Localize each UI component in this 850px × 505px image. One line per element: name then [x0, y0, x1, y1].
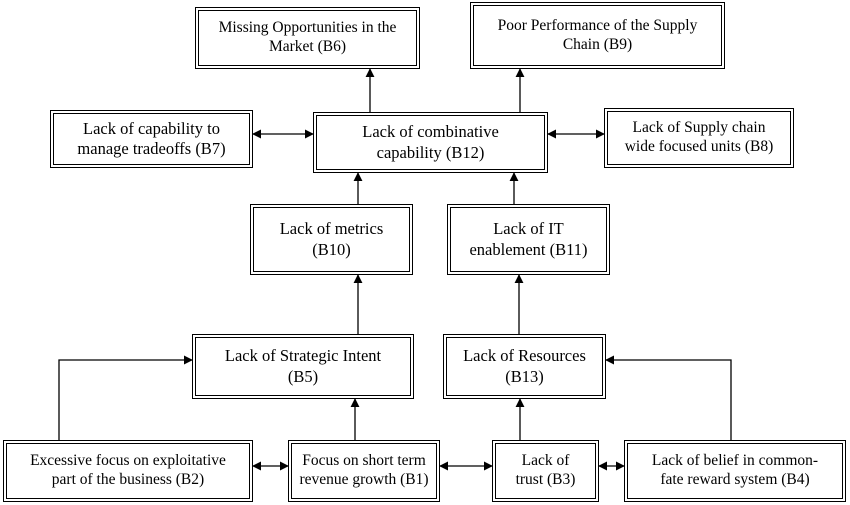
node-b8: Lack of Supply chain wide focused units … — [604, 108, 794, 168]
node-b11-line2: enablement (B11) — [469, 239, 588, 259]
edge-b4-b13 — [605, 355, 732, 440]
node-b2-line1: Excessive focus on exploitative — [30, 452, 226, 470]
node-b12-line2: capability (B12) — [376, 142, 485, 162]
node-b9-line2: Chain (B9) — [562, 35, 633, 53]
edge-b2-b5 — [58, 355, 193, 440]
node-b7-line1: Lack of capability to — [82, 118, 220, 138]
node-b1-line1: Focus on short term — [302, 452, 426, 470]
node-b4-line1: Lack of belief in common- — [651, 452, 819, 470]
node-b4-line2: fate reward system (B4) — [660, 471, 810, 488]
node-b7: Lack of capability to manage tradeoffs (… — [50, 110, 253, 168]
node-b2: Excessive focus on exploitative part of … — [3, 440, 253, 502]
node-b3: Lack of trust (B3) — [492, 440, 599, 502]
node-b12-line1: Lack of combinative — [362, 122, 499, 142]
node-b10-line1: Lack of metrics — [279, 219, 384, 239]
node-b3-line2: trust (B3) — [515, 471, 576, 488]
node-b5-line1: Lack of Strategic Intent — [224, 346, 382, 366]
node-b3-line1: Lack of — [521, 452, 570, 470]
node-b8-line1: Lack of Supply chain — [632, 119, 766, 137]
node-b11-line1: Lack of IT — [493, 219, 564, 239]
node-b10-line2: (B10) — [312, 239, 351, 259]
node-b13: Lack of Resources (B13) — [443, 334, 606, 399]
node-b1-line2: revenue growth (B1) — [299, 471, 429, 488]
node-b6-line1: Missing Opportunities in the — [218, 19, 397, 37]
node-b4: Lack of belief in common- fate reward sy… — [624, 440, 846, 502]
node-b8-line2: wide focused units (B8) — [624, 138, 774, 155]
node-b6-line2: Market (B6) — [268, 38, 347, 55]
node-b11: Lack of IT enablement (B11) — [447, 204, 610, 275]
node-b5: Lack of Strategic Intent (B5) — [192, 334, 414, 399]
node-b13-line1: Lack of Resources — [463, 346, 586, 366]
node-b9: Poor Performance of the Supply Chain (B9… — [470, 2, 725, 69]
node-b5-line2: (B5) — [287, 366, 319, 386]
node-b7-line2: manage tradeoffs (B7) — [77, 139, 226, 158]
node-b6: Missing Opportunities in the Market (B6) — [195, 7, 420, 69]
node-b1: Focus on short term revenue growth (B1) — [288, 440, 440, 502]
node-b12: Lack of combinative capability (B12) — [313, 112, 548, 173]
node-b9-line1: Poor Performance of the Supply — [497, 16, 698, 34]
node-b10: Lack of metrics (B10) — [250, 204, 413, 275]
node-b2-line2: part of the business (B2) — [51, 471, 205, 488]
node-b13-line2: (B13) — [505, 366, 544, 386]
